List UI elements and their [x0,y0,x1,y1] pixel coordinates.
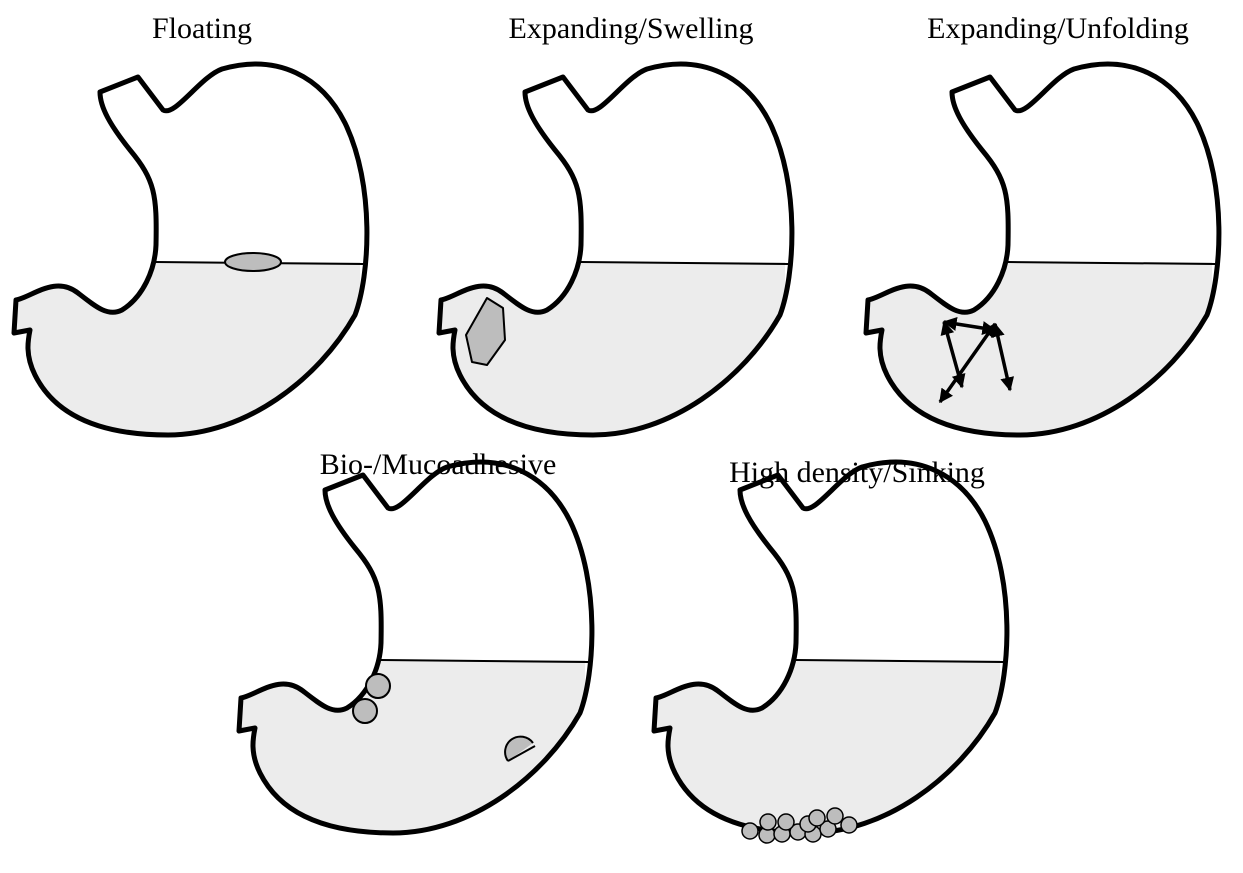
adhered-particle [366,674,390,698]
gastric-fluid [225,660,585,873]
sunken-pellet [778,814,794,830]
sunken-pellet [742,823,758,839]
stomach-unfolding-diagram [852,35,1212,475]
stomach-floating-diagram [0,35,360,475]
floating-tablet [225,253,281,271]
sunken-pellet [841,817,857,833]
sunken-pellet [809,810,825,826]
stomach-sinking-diagram [640,433,1000,873]
sunken-pellet [827,808,843,824]
stomach-mucoadhesive-diagram [225,433,585,873]
stomach-swelling-diagram [425,35,785,475]
gastric-fluid [640,660,1000,873]
adhered-particle [353,699,377,723]
sunken-pellet [760,814,776,830]
